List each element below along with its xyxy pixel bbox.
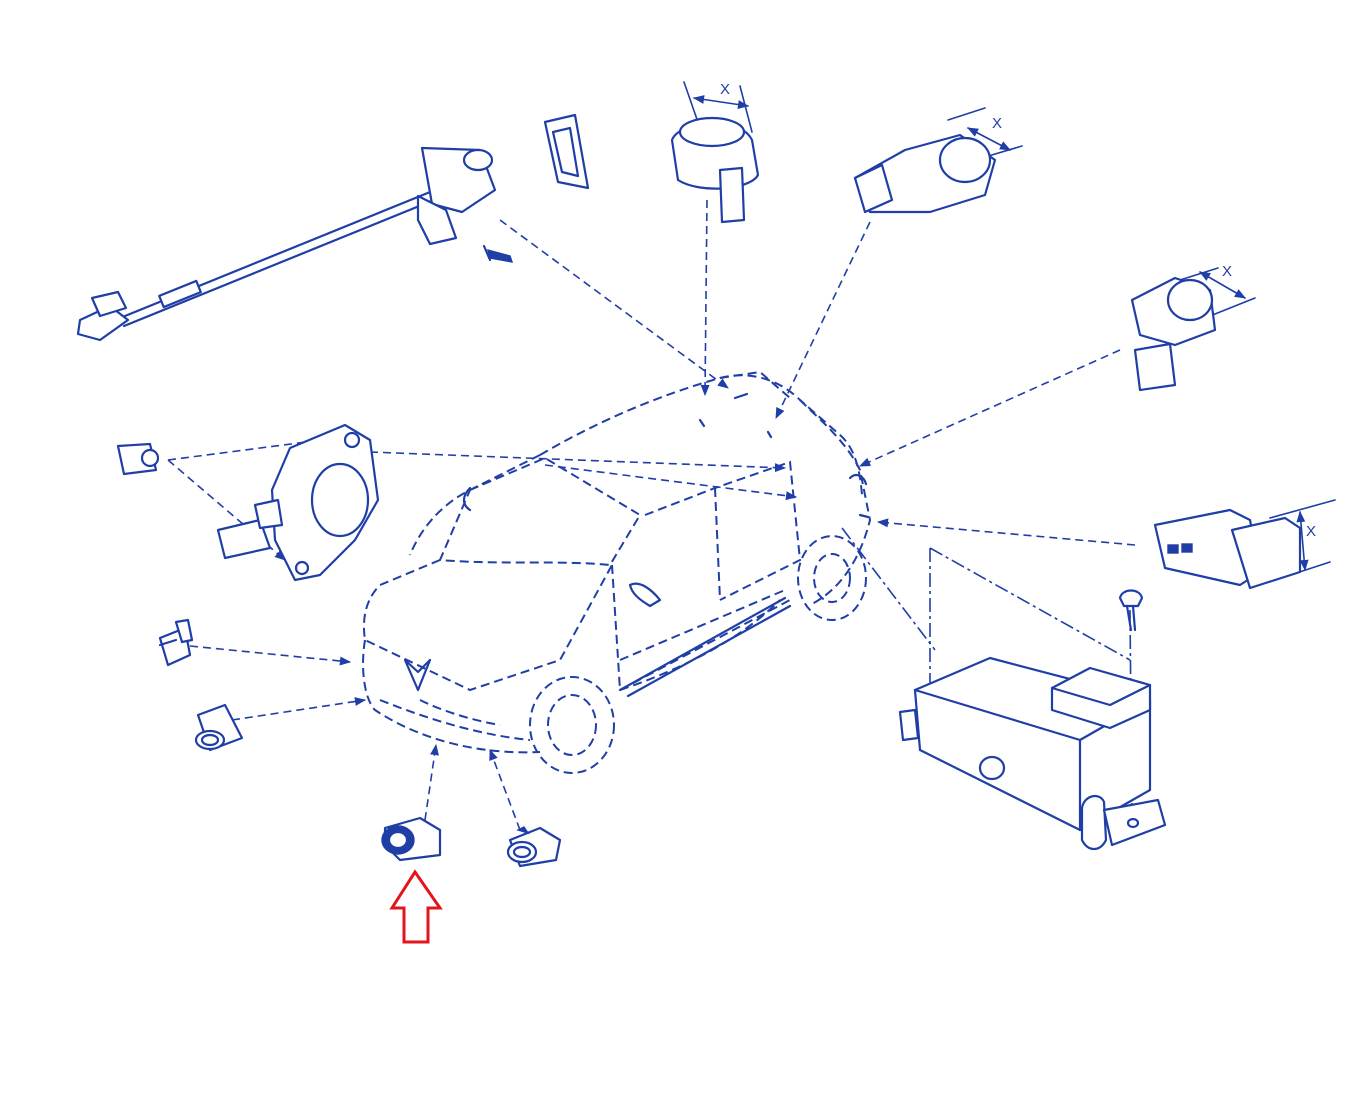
dimension-label: X (992, 115, 1002, 132)
rear-parking-sensor-2: X (853, 107, 1023, 214)
buzzer-speaker (116, 423, 380, 582)
front-side-sensor-2 (194, 703, 244, 752)
front-parking-sensor (381, 816, 442, 862)
rear-parking-sensor-3: X (1130, 263, 1256, 392)
rear-parking-sensor-1: X (670, 81, 760, 224)
rear-camera-with-cable (76, 146, 514, 342)
car-outline (362, 370, 872, 774)
parking-aid-control-unit (898, 589, 1167, 851)
leader-lines (167, 199, 1136, 831)
dimension-label: X (1306, 523, 1316, 540)
sensor-gasket (543, 113, 590, 190)
dimension-label: X (1222, 263, 1232, 280)
red-outline-up-arrow-icon (389, 869, 443, 944)
dimension-label: X (720, 81, 730, 98)
front-side-sensor-1 (158, 618, 194, 667)
front-parking-sensor-2 (506, 826, 562, 868)
rear-parking-sensor-4: X (1153, 499, 1336, 590)
